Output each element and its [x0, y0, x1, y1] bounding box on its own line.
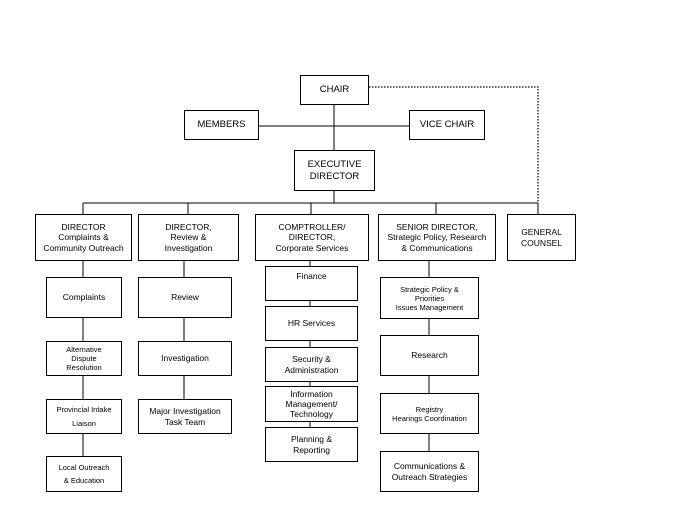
- unit-label: Strategic Policy & Priorities Issues Man…: [395, 284, 464, 312]
- unit-investigation: Investigation: [138, 341, 232, 376]
- executive-director-label: EXECUTIVE DIRECTOR: [307, 159, 362, 182]
- unit-information-management-technology: Information Management/ Technology: [265, 386, 358, 422]
- unit-label: Security & Administration: [284, 354, 339, 375]
- unit-finance: Finance: [265, 266, 358, 301]
- unit-registry-hearings-coordination: Registry Hearings Coordination: [380, 393, 479, 434]
- unit-label: Complaints: [62, 292, 106, 303]
- unit-label: Planning & Reporting: [290, 434, 333, 455]
- unit-label: Local Outreach & Education: [58, 462, 110, 486]
- unit-security-administration: Security & Administration: [265, 347, 358, 382]
- members-label: MEMBERS: [197, 119, 246, 131]
- director-review-box: DIRECTOR, Review & Investigation: [138, 214, 239, 261]
- unit-label: Information Management/ Technology: [285, 388, 338, 420]
- unit-label: Registry Hearings Coordination: [392, 404, 467, 423]
- unit-planning-reporting: Planning & Reporting: [265, 427, 358, 462]
- unit-label: Research: [411, 350, 448, 361]
- unit-label: Communications & Outreach Strategies: [391, 461, 468, 482]
- general-counsel-label: GENERAL COUNSEL: [520, 227, 563, 248]
- unit-local-outreach-education: Local Outreach & Education: [46, 456, 122, 492]
- unit-label: Alternative Dispute Resolution: [66, 345, 102, 372]
- unit-complaints: Complaints: [46, 277, 122, 318]
- general-counsel-box: GENERAL COUNSEL: [507, 214, 576, 261]
- unit-review: Review: [138, 277, 232, 318]
- unit-label: Review: [171, 292, 199, 303]
- unit-label: Investigation: [161, 353, 209, 364]
- vice-chair-label: VICE CHAIR: [419, 119, 475, 131]
- director-review-label: DIRECTOR, Review & Investigation: [164, 222, 213, 253]
- director-complaints-label: DIRECTOR Complaints & Community Outreach: [43, 222, 124, 253]
- director-complaints-box: DIRECTOR Complaints & Community Outreach: [35, 214, 132, 261]
- unit-hr-services: HR Services: [265, 306, 358, 341]
- senior-director-label: SENIOR DIRECTOR, Strategic Policy, Resea…: [387, 222, 487, 253]
- vice-chair-box: VICE CHAIR: [409, 110, 485, 140]
- unit-communications-outreach-strategies: Communications & Outreach Strategies: [380, 451, 479, 492]
- chair-box: CHAIR: [300, 75, 369, 105]
- unit-major-investigation-task-team: Major Investigation Task Team: [138, 399, 232, 434]
- executive-director-box: EXECUTIVE DIRECTOR: [294, 150, 375, 191]
- unit-label: Finance: [296, 271, 327, 281]
- chair-label: CHAIR: [319, 84, 350, 96]
- unit-label: Provincial Intake Liaison: [56, 405, 112, 428]
- comptroller-box: COMPTROLLER/ DIRECTOR, Corporate Service…: [255, 214, 369, 261]
- unit-label: Major Investigation Task Team: [149, 406, 221, 427]
- senior-director-box: SENIOR DIRECTOR, Strategic Policy, Resea…: [378, 214, 496, 261]
- unit-label: HR Services: [287, 318, 336, 329]
- unit-research: Research: [380, 335, 479, 376]
- unit-provincial-intake-liaison: Provincial Intake Liaison: [46, 399, 122, 434]
- unit-strategic-policy-priorities: Strategic Policy & Priorities Issues Man…: [380, 277, 479, 319]
- unit-alternative-dispute-resolution: Alternative Dispute Resolution: [46, 341, 122, 376]
- comptroller-label: COMPTROLLER/ DIRECTOR, Corporate Service…: [275, 222, 349, 253]
- members-box: MEMBERS: [184, 110, 259, 140]
